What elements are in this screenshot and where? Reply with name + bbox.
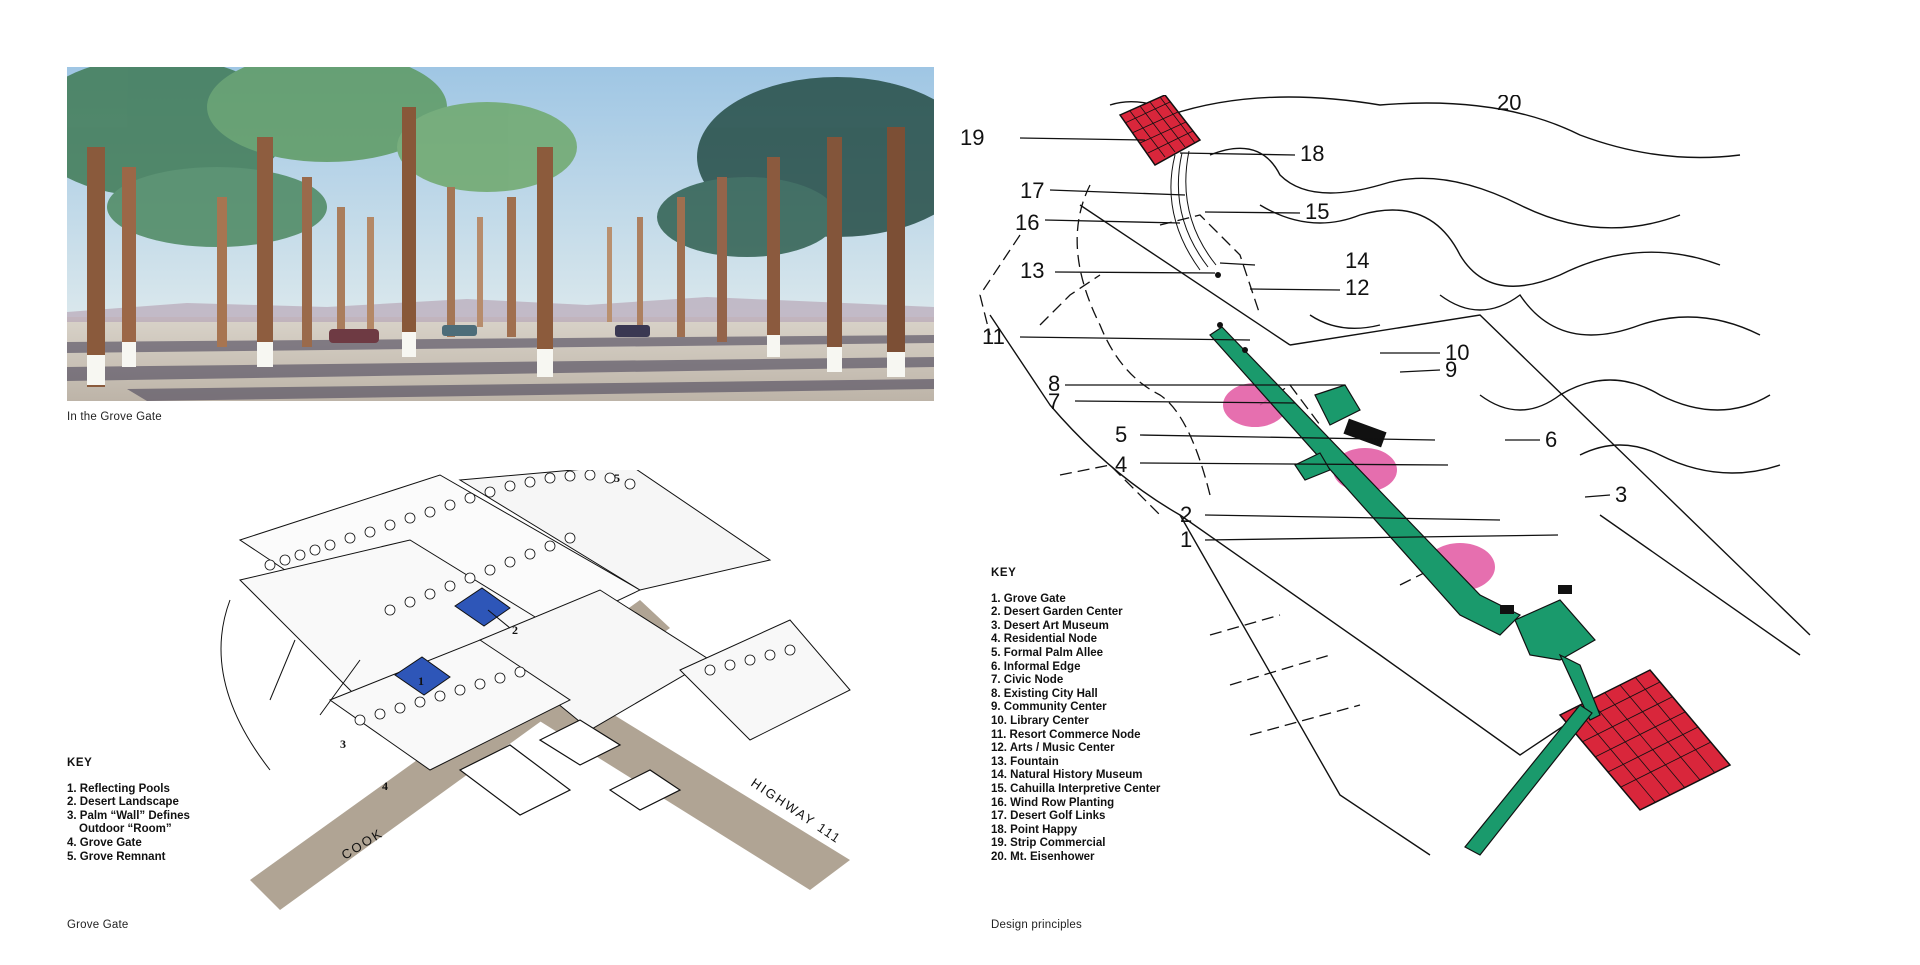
plan-label-18: 18 xyxy=(1300,141,1324,166)
plan-label-3: 3 xyxy=(1615,482,1627,507)
plan-label-15: 15 xyxy=(1305,199,1329,224)
axo-label-1: 1 xyxy=(418,674,424,688)
right-key: KEY 1. Grove Gate 2. Desert Garden Cente… xyxy=(991,567,1160,864)
axo-label-2: 2 xyxy=(512,623,518,637)
right-key-item: 7. Civic Node xyxy=(991,674,1064,687)
strip-commercial-top xyxy=(1118,95,1202,166)
plan-label-8: 8 xyxy=(1048,371,1060,396)
plan-label-6: 6 xyxy=(1545,427,1557,452)
left-key-item: 4. Grove Gate xyxy=(67,836,142,849)
axo-label-5: 5 xyxy=(614,471,620,485)
right-page-caption: Design principles xyxy=(991,919,1082,931)
plan-label-9: 9 xyxy=(1445,357,1457,382)
right-key-item: 11. Resort Commerce Node xyxy=(991,728,1141,741)
plan-label-10: 10 xyxy=(1445,340,1469,365)
plan-label-4: 4 xyxy=(1115,452,1127,477)
right-key-item: 17. Desert Golf Links xyxy=(991,810,1106,823)
plan-label-20: 20 xyxy=(1497,95,1521,115)
right-key-item: 15. Cahuilla Interpretive Center xyxy=(991,782,1161,795)
right-key-item: 6. Informal Edge xyxy=(991,660,1081,673)
plan-label-16: 16 xyxy=(1015,210,1039,235)
right-key-item: 14. Natural History Museum xyxy=(991,769,1143,782)
left-page-caption: Grove Gate xyxy=(67,919,129,931)
plan-label-11: 11 xyxy=(982,324,1005,349)
strip-commercial-bottom xyxy=(1558,669,1732,811)
painting-caption: In the Grove Gate xyxy=(67,411,162,423)
plan-label-5: 5 xyxy=(1115,422,1127,447)
grove-gate-axonometric: 1 2 3 4 5 COOK HIGHWAY 111 xyxy=(220,470,851,910)
axo-label-3: 3 xyxy=(340,737,346,751)
right-key-item: 8. Existing City Hall xyxy=(991,687,1098,700)
plan-label-13: 13 xyxy=(1020,258,1044,283)
plan-label-19: 19 xyxy=(960,125,984,150)
axo-label-4: 4 xyxy=(382,779,388,793)
design-principles-diagram: 20 19 18 17 15 16 14 13 12 11 10 9 8 7 5… xyxy=(960,95,1811,856)
right-key-item: 3. Desert Art Museum xyxy=(991,619,1109,632)
right-key-item: 1. Grove Gate xyxy=(991,592,1066,605)
plan-label-17: 17 xyxy=(1020,178,1044,203)
left-key-title: KEY xyxy=(67,757,93,769)
left-key-item: 5. Grove Remnant xyxy=(67,850,166,863)
right-key-item: 13. Fountain xyxy=(991,755,1059,768)
plan-label-14: 14 xyxy=(1345,248,1369,273)
right-key-item: 16. Wind Row Planting xyxy=(991,796,1115,809)
plan-label-2: 2 xyxy=(1180,502,1192,527)
left-key: KEY 1. Reflecting Pools 2. Desert Landsc… xyxy=(67,757,190,864)
right-key-title: KEY xyxy=(991,567,1017,579)
right-key-item: 10. Library Center xyxy=(991,714,1089,727)
plan-label-12: 12 xyxy=(1345,275,1369,300)
left-key-item: 2. Desert Landscape xyxy=(67,796,179,809)
grove-gate-painting xyxy=(67,67,934,401)
left-key-item: 1. Reflecting Pools xyxy=(67,782,170,795)
plan-label-7: 7 xyxy=(1048,389,1060,414)
right-key-item: 18. Point Happy xyxy=(991,823,1078,836)
right-key-item: 12. Arts / Music Center xyxy=(991,742,1115,755)
right-key-item: 4. Residential Node xyxy=(991,633,1098,646)
left-key-item: Outdoor “Room” xyxy=(79,823,172,836)
right-key-item: 19. Strip Commercial xyxy=(991,837,1106,850)
right-key-item: 2. Desert Garden Center xyxy=(991,606,1123,619)
left-key-item: 3. Palm “Wall” Defines xyxy=(67,809,190,822)
right-key-item: 5. Formal Palm Allee xyxy=(991,646,1104,659)
plan-label-1: 1 xyxy=(1180,527,1192,552)
right-key-item: 9. Community Center xyxy=(991,701,1107,714)
right-key-item: 20. Mt. Eisenhower xyxy=(991,850,1095,863)
